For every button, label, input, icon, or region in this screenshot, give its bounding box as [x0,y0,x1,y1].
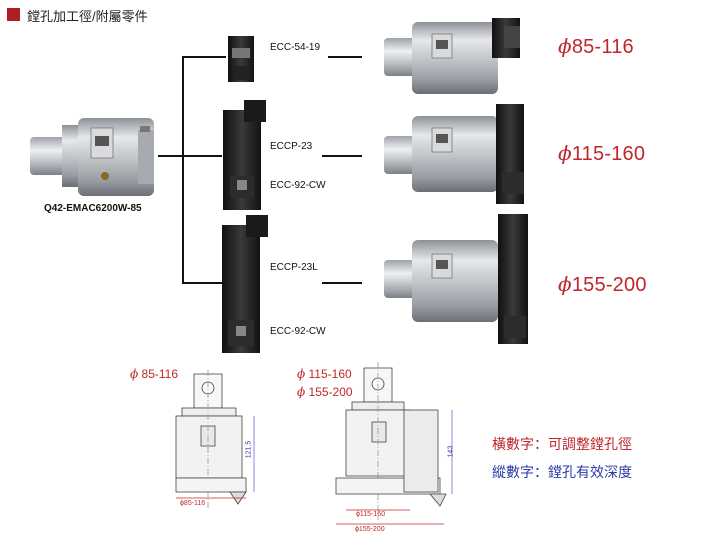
attachment-label-ecc-92-cw-1: ECC-92-CW [270,180,326,191]
drawing-left-height-dim: 121.5 [245,440,253,459]
drawing-left-range: ϕ 85-116 [130,367,178,381]
connector-top-branch [182,56,226,58]
eccp-23l-image [222,215,268,353]
attachment-label-eccp-23l: ECCP-23L [270,262,318,273]
assembly-2-image [384,104,524,204]
drawing-left-bottom-dim: ϕ85-116 [180,500,206,507]
phi-symbol: ϕ [297,367,306,381]
link-line-1 [328,56,362,58]
phi-symbol: ϕ [558,272,572,296]
range-label-1: ϕ85-116 [558,34,634,58]
legend-horizontal: 橫數字：可調整鏜孔徑 [492,436,632,452]
page-title: 鏜孔加工徑/附屬零件 [27,9,148,24]
drawing-right-bottom-dim-1: ϕ115-160 [356,511,386,518]
connector-main [158,155,184,157]
range-label-2: ϕ115-160 [558,141,646,165]
phi-symbol: ϕ [558,34,572,58]
drawing-right-range-2: ϕ 155-200 [297,385,353,399]
connector-spine [182,56,184,284]
assembly-3-image [384,214,528,344]
phi-symbol: ϕ [130,367,139,381]
eccp-23-image [223,100,266,210]
main-tool-image [30,118,154,196]
link-line-2 [322,155,362,157]
phi-symbol: ϕ [558,141,572,165]
header-marker [7,8,20,21]
drawing-left [175,370,255,510]
attachment-label-ecc-54-19: ECC-54-19 [270,42,321,53]
drawing-right-bottom-dim-2: ϕ155-200 [355,526,385,533]
connector-mid-branch [182,155,222,157]
ecc-54-19-image [228,36,254,82]
legend-vertical: 縱數字：鏜孔有效深度 [492,464,632,480]
range-label-3: ϕ155-200 [558,272,647,296]
attachment-label-ecc-92-cw-2: ECC-92-CW [270,326,326,337]
drawing-right-height-dim: 143 [447,445,455,458]
attachment-label-eccp-23: ECCP-23 [270,141,313,152]
drawing-right-range-1: ϕ 115-160 [297,367,352,381]
drawing-right [335,362,453,525]
assembly-1-image [384,18,520,94]
connector-bottom-branch [182,282,222,284]
phi-symbol: ϕ [297,385,306,399]
main-tool-label: Q42-EMAC6200W-85 [44,203,142,214]
link-line-3 [322,282,362,284]
